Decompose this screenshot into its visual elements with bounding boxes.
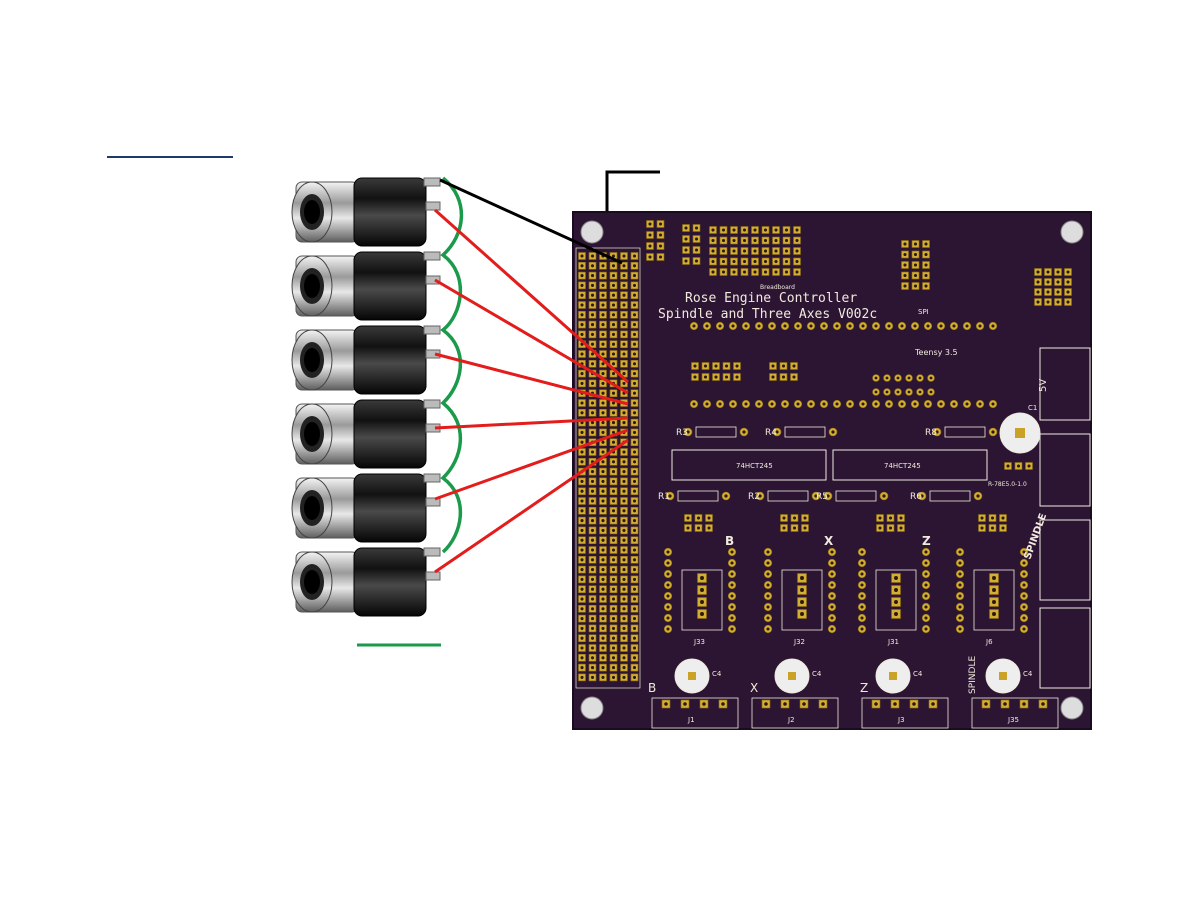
driver-label: J31 [887,638,899,646]
bottom-connector: J35 [971,697,1059,729]
capacitor: C4 [985,658,1033,694]
svg-text:C1: C1 [1028,404,1037,412]
resistor: R8 [925,426,998,438]
signal-wire-2 [434,278,629,395]
axis-label-b: B [725,534,734,548]
svg-text:C4: C4 [1023,670,1033,678]
svg-text:74HCT245: 74HCT245 [884,462,921,470]
resistor: R6 [910,490,983,502]
ic-u11: 74HCT245 [832,449,988,481]
axis-label-x: X [824,534,834,548]
ic-u1: 74HCT245 [671,449,827,481]
wires [434,176,629,574]
mounting-holes [580,220,1084,720]
proto-grid-left [575,247,641,689]
resistor: R3 [676,426,749,438]
svg-text:J1: J1 [687,716,695,724]
stepper-drivers: J33 J32 J31 J6 [663,547,1029,646]
signal-wire-1 [434,208,629,384]
capacitors-c4: C4 C4 C4 C4 [674,658,1033,694]
driver-label: J33 [693,638,705,646]
svg-text:C4: C4 [812,670,822,678]
svg-text:C4: C4 [712,670,722,678]
audio-jack-icon [291,251,441,321]
teensy-header-pads [689,321,998,409]
resistor-label: R2 [748,492,760,502]
spi-label: SPI [918,308,929,316]
capacitor: C4 [875,658,923,694]
resistor-label: R1 [658,492,670,502]
common-wire [439,178,623,265]
ground-wire [440,176,464,554]
svg-text:5V: 5V [1038,379,1049,392]
audio-jacks [291,177,441,617]
bottom-connector: J2 [751,697,839,729]
audio-jack-icon [291,399,441,469]
resistor: R5 [816,490,889,502]
driver-1: J32 [763,547,837,646]
driver-label: J6 [985,638,993,646]
signal-wire-6 [434,438,629,574]
resistor: R4 [765,426,838,438]
audio-jack-icon [291,547,441,617]
board-title-line2: Spindle and Three Axes V002c [658,307,877,322]
bottom-connector: J1 [651,697,739,729]
bottom-connector: J3 [861,697,949,729]
svg-text:C4: C4 [913,670,923,678]
axis-label-z: Z [922,534,931,548]
pcb-board: Rose Engine Controller Spindle and Three… [572,211,1092,730]
resistor-label: R5 [816,492,828,502]
driver-label: J32 [793,638,805,646]
bottom-label-z: Z [860,681,868,695]
breadboard-grid [709,226,1072,306]
capacitor: C4 [674,658,722,694]
breadboard-label: Breadboard [760,284,795,291]
bottom-label-b: B [648,681,656,695]
resistor-label: R4 [765,428,777,438]
signal-wire-4 [434,416,629,430]
driver-2: J31 [857,547,931,646]
audio-jack-icon [291,473,441,543]
teensy-label: Teensy 3.5 [914,348,958,357]
svg-text:J35: J35 [1007,716,1019,724]
resistor-label: R3 [676,428,688,438]
capacitor-c1: C1 [999,404,1041,454]
svg-text:J2: J2 [787,716,795,724]
resistor-label: R6 [910,492,922,502]
resistor: R2 [748,490,821,502]
audio-jack-icon [291,177,441,247]
board-title-line1: Rose Engine Controller [685,291,857,306]
svg-text:J3: J3 [897,716,905,724]
resistor-label: R8 [925,428,937,438]
header-blocks [646,220,1033,532]
bottom-connectors: J1 J2 J3 J35 [651,697,1059,729]
driver-3: J6 [955,547,1029,646]
capacitor: C4 [774,658,822,694]
driver-0: J33 [663,547,737,646]
audio-jack-icon [291,325,441,395]
regulator-label: R-78E5.0-1.0 [988,481,1027,488]
signal-wire-3 [434,352,629,406]
bottom-label-x: X [750,681,758,695]
svg-text:74HCT245: 74HCT245 [736,462,773,470]
resistor: R1 [658,490,731,502]
bottom-label-spindle: SPINDLE [968,656,978,694]
side-connectors: 5V [1038,347,1091,689]
signal-wire-5 [434,428,629,501]
